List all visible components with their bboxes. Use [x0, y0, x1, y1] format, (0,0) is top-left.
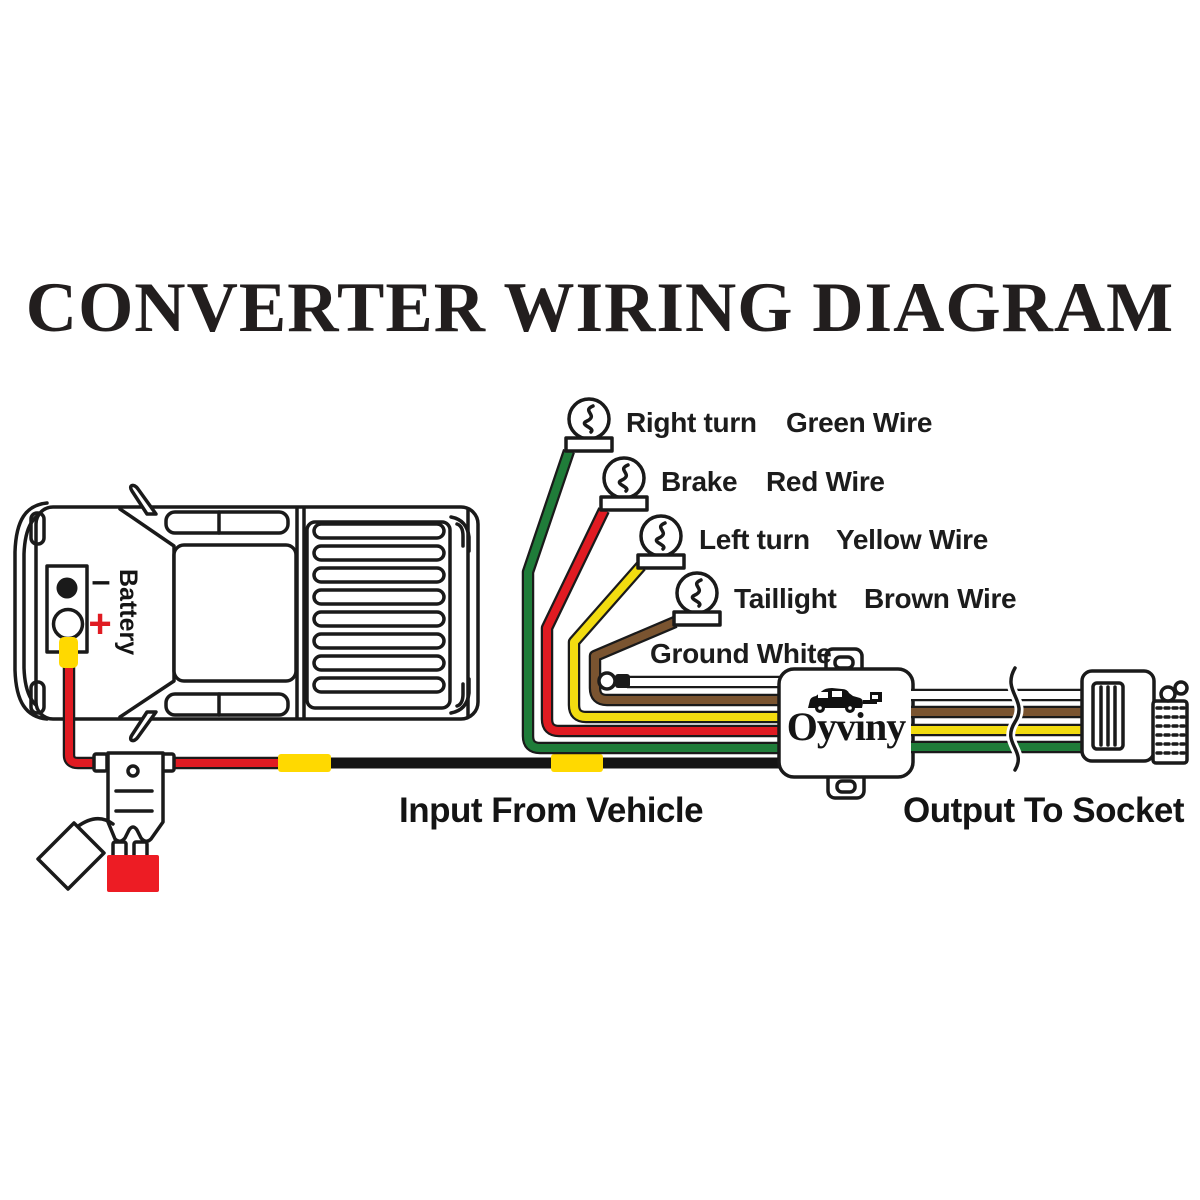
bulb-base: [672, 610, 722, 627]
cab-roof: [172, 543, 298, 683]
bulb-filament: [617, 463, 630, 493]
truck-illustration: [13, 483, 480, 743]
bed-slats: [312, 522, 446, 694]
left-turn-label: Left turn: [699, 524, 810, 555]
negative-sign: –: [92, 562, 111, 600]
cab-rear-lines: [295, 507, 306, 720]
brake-bulb-icon: [599, 456, 649, 512]
side-window-bottom: [164, 692, 290, 717]
fuse-prong-left: [111, 840, 128, 859]
connector-pins: [1099, 685, 1117, 747]
bulb-filament: [582, 404, 595, 434]
fuse-body: [107, 855, 159, 892]
output-connector: [1080, 669, 1189, 765]
brake-label: Brake: [661, 466, 738, 497]
output-caption: Output To Socket: [903, 791, 1185, 830]
fuse: [107, 840, 159, 892]
right-turn-bulb-icon: [564, 397, 614, 453]
bulb-filament: [654, 521, 667, 551]
converter-brand: Oyviny: [786, 704, 906, 749]
battery-power-wire: [59, 637, 282, 763]
warning-tag: [36, 821, 106, 891]
output-wires: [911, 668, 1085, 770]
converter-box: [777, 647, 915, 800]
yellow-wire-label: Yellow Wire: [836, 524, 989, 555]
positive-sign: +: [88, 602, 111, 646]
side-mirror-top: [128, 483, 158, 516]
mounting-tab-top-hole: [833, 655, 855, 670]
ring-terminal: [597, 671, 617, 691]
connector-clasp-1: [1159, 685, 1177, 703]
fuse-holder-ridges: [114, 789, 154, 813]
battery-label: Battery: [114, 569, 142, 656]
battery: – +: [45, 562, 112, 654]
bulb-base: [599, 495, 649, 512]
headlight-top: [29, 511, 46, 546]
headlight-bottom: [29, 680, 46, 715]
page-title: CONVERTER WIRING DIAGRAM: [25, 269, 1175, 347]
bulb-base: [564, 436, 614, 453]
side-mirror-bottom: [128, 710, 158, 743]
green-wire-label: Green Wire: [786, 407, 933, 438]
mounting-tab-bottom-hole: [835, 779, 857, 794]
battery-positive-terminal: [51, 607, 85, 641]
connector-clasp-2: [1173, 680, 1189, 696]
side-window-top: [164, 510, 290, 535]
ground-white-label: Ground White: [650, 638, 832, 669]
fuse-holder-ear-left: [92, 752, 109, 773]
splice-connector-2: [551, 754, 603, 772]
front-bumper-outer: [13, 501, 49, 721]
input-wires: [528, 451, 781, 748]
splice-connector-1: [278, 754, 331, 772]
car-trailer-logo-icon: [808, 688, 882, 713]
fuse-prong-right: [132, 840, 149, 859]
red-wire-label: Red Wire: [766, 466, 885, 497]
bulb-base: [636, 553, 686, 570]
taillight-bulb-icon: [672, 571, 722, 627]
ring-terminal-crimp: [615, 674, 630, 688]
bulb-filament: [690, 578, 703, 608]
battery-negative-terminal: [56, 577, 78, 599]
fuse-holder-hole: [126, 764, 140, 778]
fuse-holder: [36, 751, 176, 892]
tag-string: [75, 817, 115, 829]
right-turn-label: Right turn: [626, 407, 757, 438]
trunk-wire-run: [278, 754, 781, 772]
left-turn-bulb-icon: [636, 514, 686, 570]
wire-sleeve: [59, 637, 78, 668]
taillight-label: Taillight: [734, 583, 837, 614]
brown-wire-label: Brown Wire: [864, 583, 1017, 614]
input-caption: Input From Vehicle: [399, 791, 704, 830]
socket-mesh: [1155, 706, 1186, 755]
